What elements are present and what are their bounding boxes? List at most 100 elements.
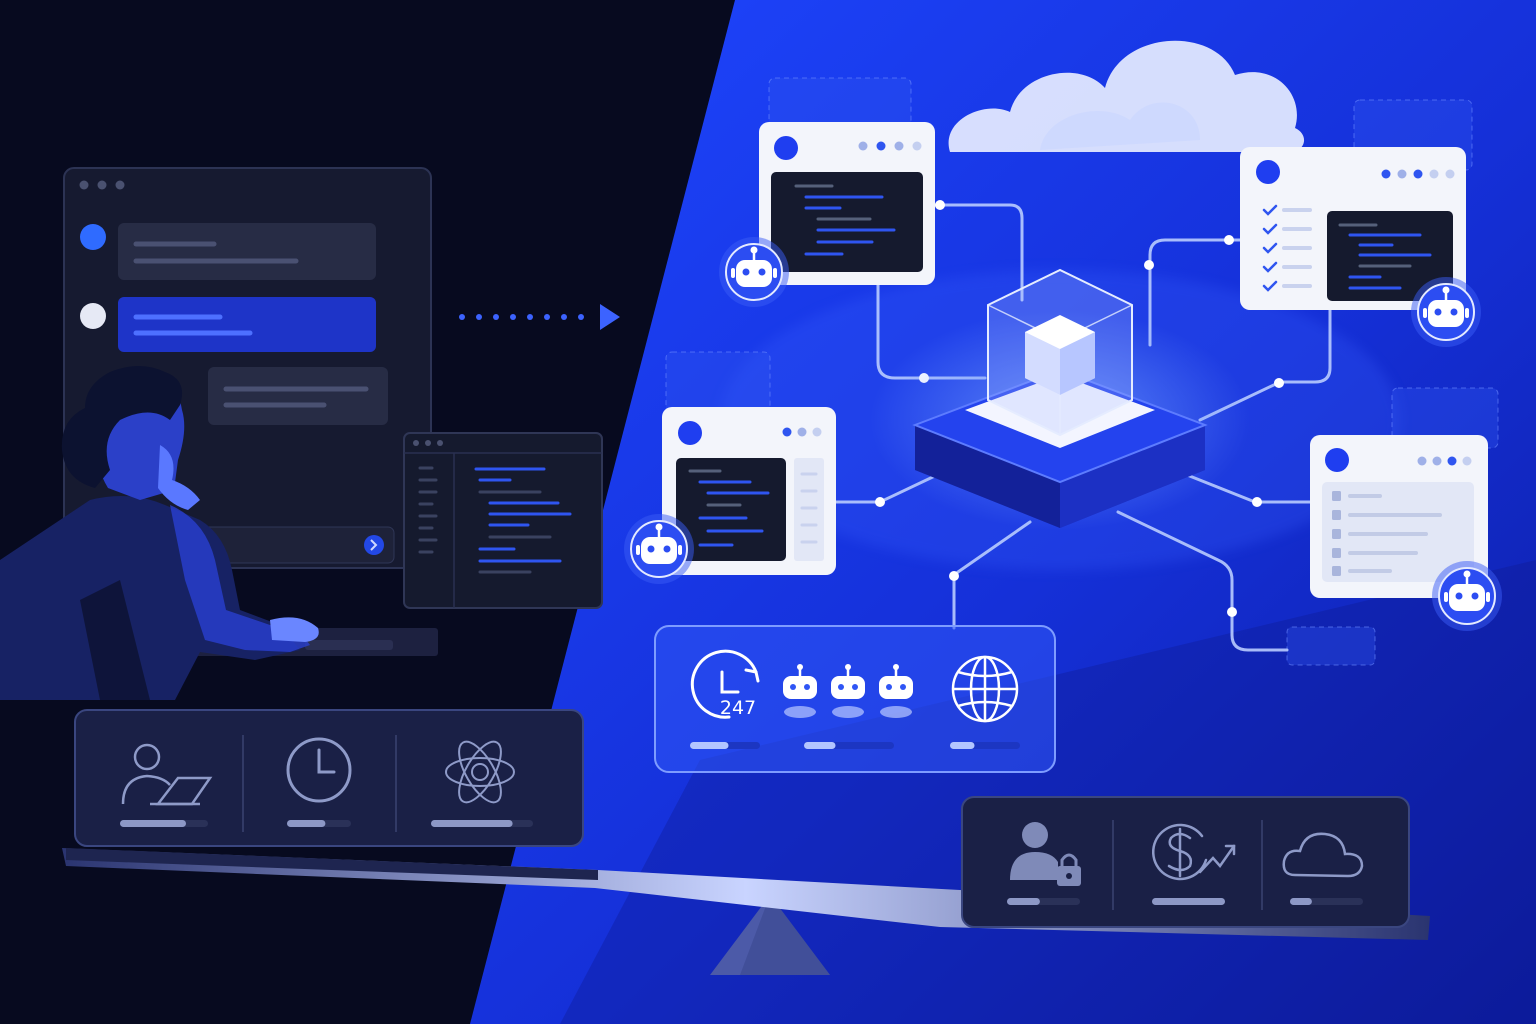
hub-platform-side-left — [915, 425, 1060, 528]
connector-node — [1144, 260, 1154, 270]
level-fill — [804, 742, 836, 749]
send-button — [364, 535, 384, 555]
window-dot — [894, 141, 904, 151]
robots-icon — [783, 664, 913, 718]
window-dot — [1413, 169, 1423, 179]
connector-line — [1198, 303, 1332, 422]
hub-platform-side-right — [1060, 425, 1205, 528]
window-dot — [858, 141, 868, 151]
file-icon — [1332, 510, 1341, 520]
developer-body — [0, 496, 300, 700]
window-dot — [912, 141, 922, 151]
capability-level-bars — [690, 742, 1020, 749]
chat-avatar-icon — [80, 224, 106, 250]
connector-node — [1227, 607, 1237, 617]
robot-icon — [879, 664, 913, 718]
right-level-bars — [1007, 898, 1363, 905]
check-icon — [1262, 204, 1278, 216]
agent-avatar — [774, 136, 798, 160]
level-fill — [690, 742, 729, 749]
agent-card — [1240, 147, 1481, 347]
chat-avatar-icon — [80, 303, 106, 329]
connector-line — [933, 203, 1024, 302]
chat-message — [118, 223, 376, 280]
check-icon — [1262, 242, 1278, 254]
dollar-growth-icon — [1151, 823, 1236, 881]
developer-hair — [61, 366, 183, 488]
window-dot — [797, 427, 807, 437]
code-block — [771, 172, 923, 272]
robot-icon — [624, 514, 694, 584]
robot-icon — [1432, 561, 1502, 631]
window-dot — [1445, 169, 1455, 179]
right-weight-panel — [961, 796, 1410, 928]
availability-label: 247 — [720, 697, 756, 719]
robot-icon — [1411, 277, 1481, 347]
agent-card — [624, 407, 836, 584]
file-icon — [1332, 491, 1341, 501]
globe-icon — [951, 655, 1019, 723]
chevron-right-icon — [370, 539, 378, 551]
agent-avatar — [1256, 160, 1280, 184]
check-icon — [1262, 261, 1278, 273]
dotted-arrow-right-icon — [459, 304, 620, 330]
level-fill — [1290, 898, 1312, 905]
keyboard — [305, 640, 393, 650]
level-fill — [431, 820, 513, 827]
code-block — [676, 458, 786, 561]
code-editor-frame — [403, 432, 603, 609]
placeholder-box — [1286, 626, 1376, 666]
robot-icon — [831, 664, 865, 718]
window-dot — [1429, 169, 1439, 179]
check-icon — [1262, 223, 1278, 235]
window-dot — [115, 180, 125, 190]
atom-icon — [445, 740, 515, 804]
code-editor-window — [403, 432, 603, 609]
developer-at-laptop-icon — [0, 366, 438, 700]
file-icon — [1332, 566, 1341, 576]
window-dot — [79, 180, 89, 190]
robot-icon — [783, 664, 817, 718]
level-fill — [287, 820, 326, 827]
window-dot — [1432, 456, 1442, 466]
robot-icon — [719, 237, 789, 307]
connector-line — [1148, 238, 1242, 347]
agent-avatar — [1325, 448, 1349, 472]
level-fill — [1007, 898, 1040, 905]
file-icon — [1332, 529, 1341, 539]
developer-arm — [170, 505, 310, 652]
developer-face — [158, 445, 200, 510]
connector-node — [1252, 497, 1262, 507]
window-dot — [876, 141, 886, 151]
agent-card — [1310, 435, 1502, 631]
window-dot — [97, 180, 107, 190]
agent-avatar — [678, 421, 702, 445]
level-fill — [120, 820, 186, 827]
connector-node — [875, 497, 885, 507]
chat-message — [208, 367, 388, 425]
connector-node — [1274, 378, 1284, 388]
left-panel-body — [74, 709, 584, 847]
central-hub — [870, 268, 1250, 530]
chair-back — [80, 580, 150, 700]
cloud-icon — [948, 40, 1305, 153]
placeholder-box — [665, 351, 771, 413]
clock-24-7-icon — [690, 649, 760, 719]
connector-node — [935, 200, 945, 210]
level-fill — [950, 742, 975, 749]
connector-node — [1224, 235, 1234, 245]
window-dot — [782, 427, 792, 437]
window-dot — [1381, 169, 1391, 179]
left-level-bars — [120, 820, 533, 827]
window-dot — [1397, 169, 1407, 179]
chat-message-selected — [118, 297, 376, 352]
checklist — [1262, 204, 1278, 292]
developer-hand — [270, 617, 319, 642]
capabilities-panel: 247 — [654, 625, 1056, 773]
right-panel-body — [961, 796, 1410, 928]
person-lock-icon — [1010, 822, 1081, 886]
cloud-outline-icon — [1282, 832, 1364, 878]
person-laptop-icon — [121, 743, 213, 806]
clock-icon — [286, 737, 352, 803]
